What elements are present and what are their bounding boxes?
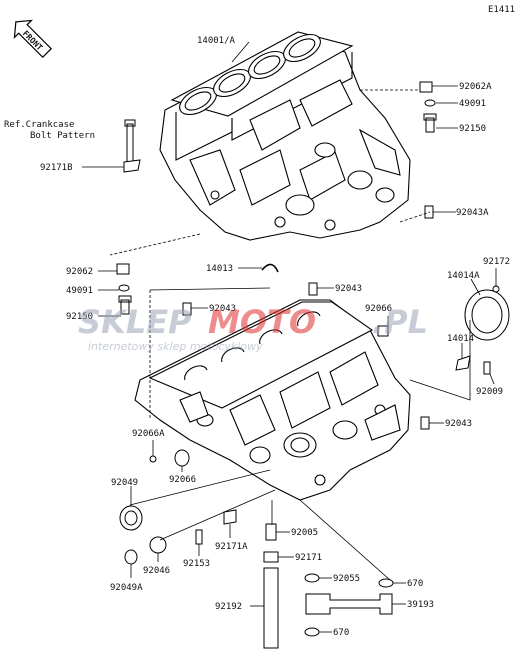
part-label-92043: 92043 [445,419,472,429]
bolt-92150-top [423,113,437,133]
clamp-92171b [123,159,141,173]
part-label-92009: 92009 [476,387,503,397]
figure-code: E1411 [488,5,515,15]
part-label-92062: 92062 [66,267,93,277]
ring-14013 [261,263,279,273]
part-label-670: 670 [407,579,423,589]
watermark-brand-part3: .PL [372,303,428,341]
bearing-92046 [149,536,167,554]
part-label-14014a: 14014A [447,271,480,281]
bolt-92171b [124,119,136,163]
bolt-92150-mid [118,295,132,315]
part-label-92049a: 92049A [110,583,143,593]
part-label-92066a: 92066A [132,429,165,439]
seal-92049a [124,549,138,565]
part-label-92055: 92055 [333,574,360,584]
washer-49091-mid [118,284,130,292]
pipe-39193 [305,593,393,615]
plug-92066a [149,455,157,463]
part-label-92150: 92150 [459,124,486,134]
ref-note-line1: Ref.Crankcase [4,120,74,130]
bolt-92009 [483,361,491,375]
part-label-92192: 92192 [215,602,242,612]
part-label-92150: 92150 [66,312,93,322]
part-label-92153: 92153 [183,559,210,569]
watermark: SKLEP MOTO .PL internetowy sklep motocyk… [78,303,428,353]
part-label-92046: 92046 [143,566,170,576]
part-label-92171: 92171 [295,553,322,563]
part-label-49091: 49091 [66,286,93,296]
part-label-92172: 92172 [483,257,510,267]
part-label-92066: 92066 [365,304,392,314]
oring-670-bot [304,627,320,637]
part-label-92049: 92049 [111,478,138,488]
oring-670-top [378,578,394,588]
plug-92066-top [377,325,389,337]
part-label-14001a: 14001/A [197,36,236,46]
watermark-tagline: internetowy sklep motocyklowy [88,340,263,353]
part-label-14014: 14014 [447,334,474,344]
fitting-92005 [265,523,277,541]
part-label-92005: 92005 [291,528,318,538]
ref-note-line2: Bolt Pattern [30,131,95,141]
part-label-39193: 39193 [407,600,434,610]
clamp-92171 [263,551,279,563]
bearing-92066-low [174,449,190,467]
bolt-92153 [195,529,203,545]
washer-49091-top [424,99,436,107]
part-labels: 14001/A 92062A 49091 92150 92171B 92043A… [40,36,510,638]
part-label-92171a: 92171A [215,542,248,552]
bracket-14014 [455,355,471,371]
leader-lines [82,41,497,633]
part-label-49091: 49091 [459,99,486,109]
part-label-92171b: 92171B [40,163,73,173]
oring-92055 [304,573,320,583]
watermark-brand-part1: SKLEP [78,303,192,341]
part-label-92043a: 92043A [456,208,489,218]
fitting-92062 [116,263,130,275]
part-label-92043: 92043 [209,304,236,314]
upper-crankcase [159,31,411,241]
dowel-92043-a [308,282,318,296]
front-arrow-icon: FRONT [13,19,53,59]
part-label-92066: 92066 [169,475,196,485]
part-label-92062a: 92062A [459,82,492,92]
parts-group [116,81,510,649]
part-label-670: 670 [333,628,349,638]
lower-crankcase [134,299,411,501]
part-label-92043: 92043 [335,284,362,294]
pipe-92192 [263,567,279,649]
dowel-92043-b [182,302,192,316]
part-label-14013: 14013 [206,264,233,274]
clamp-92171a [223,509,237,525]
dowel-92043-c [420,416,430,430]
watermark-brand-part2: MOTO [208,303,316,341]
fitting-92062a [419,81,433,93]
